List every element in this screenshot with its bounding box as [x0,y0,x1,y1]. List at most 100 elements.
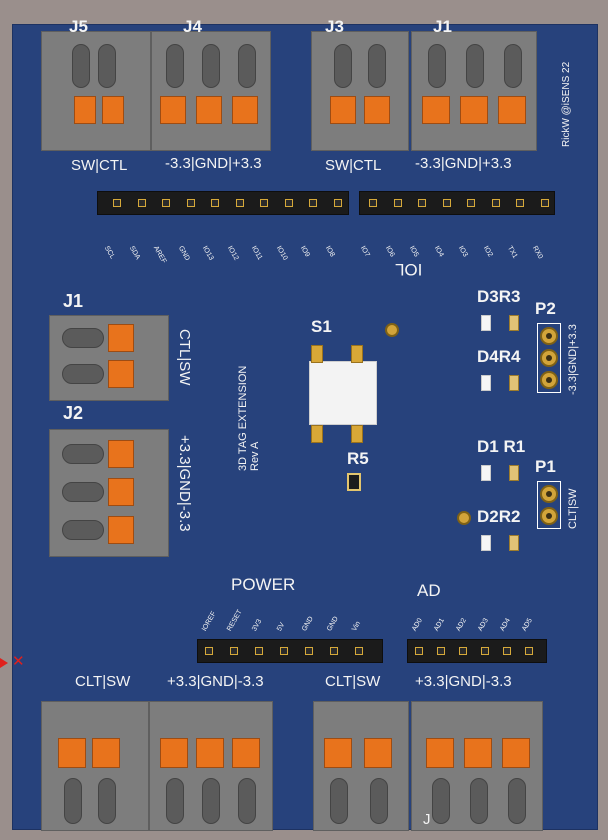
power-pin [255,647,263,655]
header-top-right-pin [491,199,500,207]
terminal-j1 [49,315,169,401]
header-top-right-pin [393,199,402,207]
header-top-right-pin-label: RX0 [530,245,544,261]
resistor-r5 [347,473,361,491]
red-x-icon: ✕ [12,652,25,670]
led-d3 [481,315,491,331]
power-pin [280,647,288,655]
bottom-left-small-label: CLT|SW [75,673,131,690]
p1-pin [540,485,558,503]
header-top-right-pin [418,199,426,207]
header-top-left-pin-label: IO9 [298,245,311,259]
pcb-board: J5 J4 J3 J1 SW|CTL -3.3|GND|+3.3 SW|CTL … [12,17,598,831]
header-top-left-pin [211,199,219,207]
label-s1: S1 [311,317,332,336]
header-top-left-pin [309,199,317,207]
board-title-line2: Rev A [249,441,261,471]
header-top-right-pin [369,199,377,207]
led-d1 [481,465,491,481]
header-top-left-pin-label: IO10 [274,245,289,262]
label-j1-top: J1 [433,17,452,36]
j2-side-label: +3.3|GND|-3.3 [176,435,193,532]
top-right-small-label: SW|CTL [325,157,382,174]
power-pin-label: GND [326,615,340,633]
label-d2r2: D2R2 [477,507,521,526]
power-pin-label: RESET [226,608,244,633]
header-top-right-pin [540,199,549,207]
ad-label: AD [417,581,441,600]
resistor-r4 [509,375,519,391]
header-top-left-pin [235,199,244,207]
power-pin-label: IOREF [201,610,218,633]
resistor-r1 [509,465,519,481]
ad-pin [481,647,489,655]
label-p2: P2 [535,299,556,318]
via [457,511,471,525]
power-pin [205,647,213,655]
board-title-line1: 3D TAG EXTENSION [237,365,249,471]
header-top-left-pin-label: AREF [151,245,168,265]
ad-pin [459,647,467,655]
header-top-left-pin [333,199,342,207]
header-power [197,639,383,663]
header-top-right-pin-label: IO5 [407,245,420,259]
p2-side-label: -3.3|GND|+3.3 [567,324,579,395]
power-pin-label: 5V [276,621,287,633]
iol-label: IOL [395,260,423,279]
header-p2[interactable] [537,323,561,393]
board-title: 3D TAG EXTENSION Rev A [237,366,261,471]
label-d3r3: D3R3 [477,287,521,306]
s1-pad [351,345,363,363]
terminal-bottom-1 [41,701,149,831]
power-pin-label: Vin [351,620,363,633]
ad-pin-label: AD0 [411,617,424,633]
terminal-bottom-4 [411,701,543,831]
top-left-small-label: SW|CTL [71,157,128,174]
power-pin [355,647,363,655]
terminal-j5 [41,31,151,151]
terminal-j1-top [411,31,537,151]
ad-pin-label: AD4 [499,617,512,633]
via [385,323,399,337]
p2-pin [540,349,558,367]
ad-pin-label: AD1 [433,617,446,633]
power-pin-label: GND [301,615,315,633]
bottom-right-small-label: CLT|SW [325,673,381,690]
header-top-right-pin [516,199,524,207]
p1-side-label: CLT|SW [567,488,579,529]
resistor-r2 [509,535,519,551]
ad-pin [437,647,445,655]
p2-pin [540,327,558,345]
top-right-big-label: -3.3|GND|+3.3 [415,155,512,172]
red-arrow-icon [0,658,8,668]
ad-pin [415,647,423,655]
label-j5: J5 [69,17,88,36]
power-pin [230,647,238,655]
j1-side-label: CTL|SW [176,329,193,386]
header-ad [407,639,547,663]
label-r5: R5 [347,449,369,468]
header-top-right-pin-label: TX1 [505,245,519,260]
header-p1[interactable] [537,481,561,529]
label-d1r1: D1 R1 [477,437,526,456]
header-top-left-pin-label: IO13 [200,245,215,262]
header-digital-low [359,191,555,215]
header-top-right-pin [467,199,475,207]
ad-pin-label: AD2 [455,617,468,633]
header-top-left-pin-label: GND [176,245,191,262]
top-left-big-label: -3.3|GND|+3.3 [165,155,262,172]
label-j2: J2 [63,403,84,423]
label-j3: J3 [325,17,344,36]
header-top-left-pin-label: SCL [102,245,116,261]
label-j4: J4 [183,17,202,36]
switch-s1[interactable] [309,361,377,425]
header-top-left-pin-label: IO12 [225,245,240,262]
header-top-left-pin-label: IO11 [249,245,264,262]
s1-pad [311,425,323,443]
header-top-right-pin-label: IO4 [432,245,445,259]
header-top-left-pin [260,199,268,207]
header-top-right-pin-label: IO2 [481,245,494,259]
header-top-left-pin [284,199,293,207]
power-pin-label: 3V3 [251,618,264,633]
p2-pin [540,371,558,389]
